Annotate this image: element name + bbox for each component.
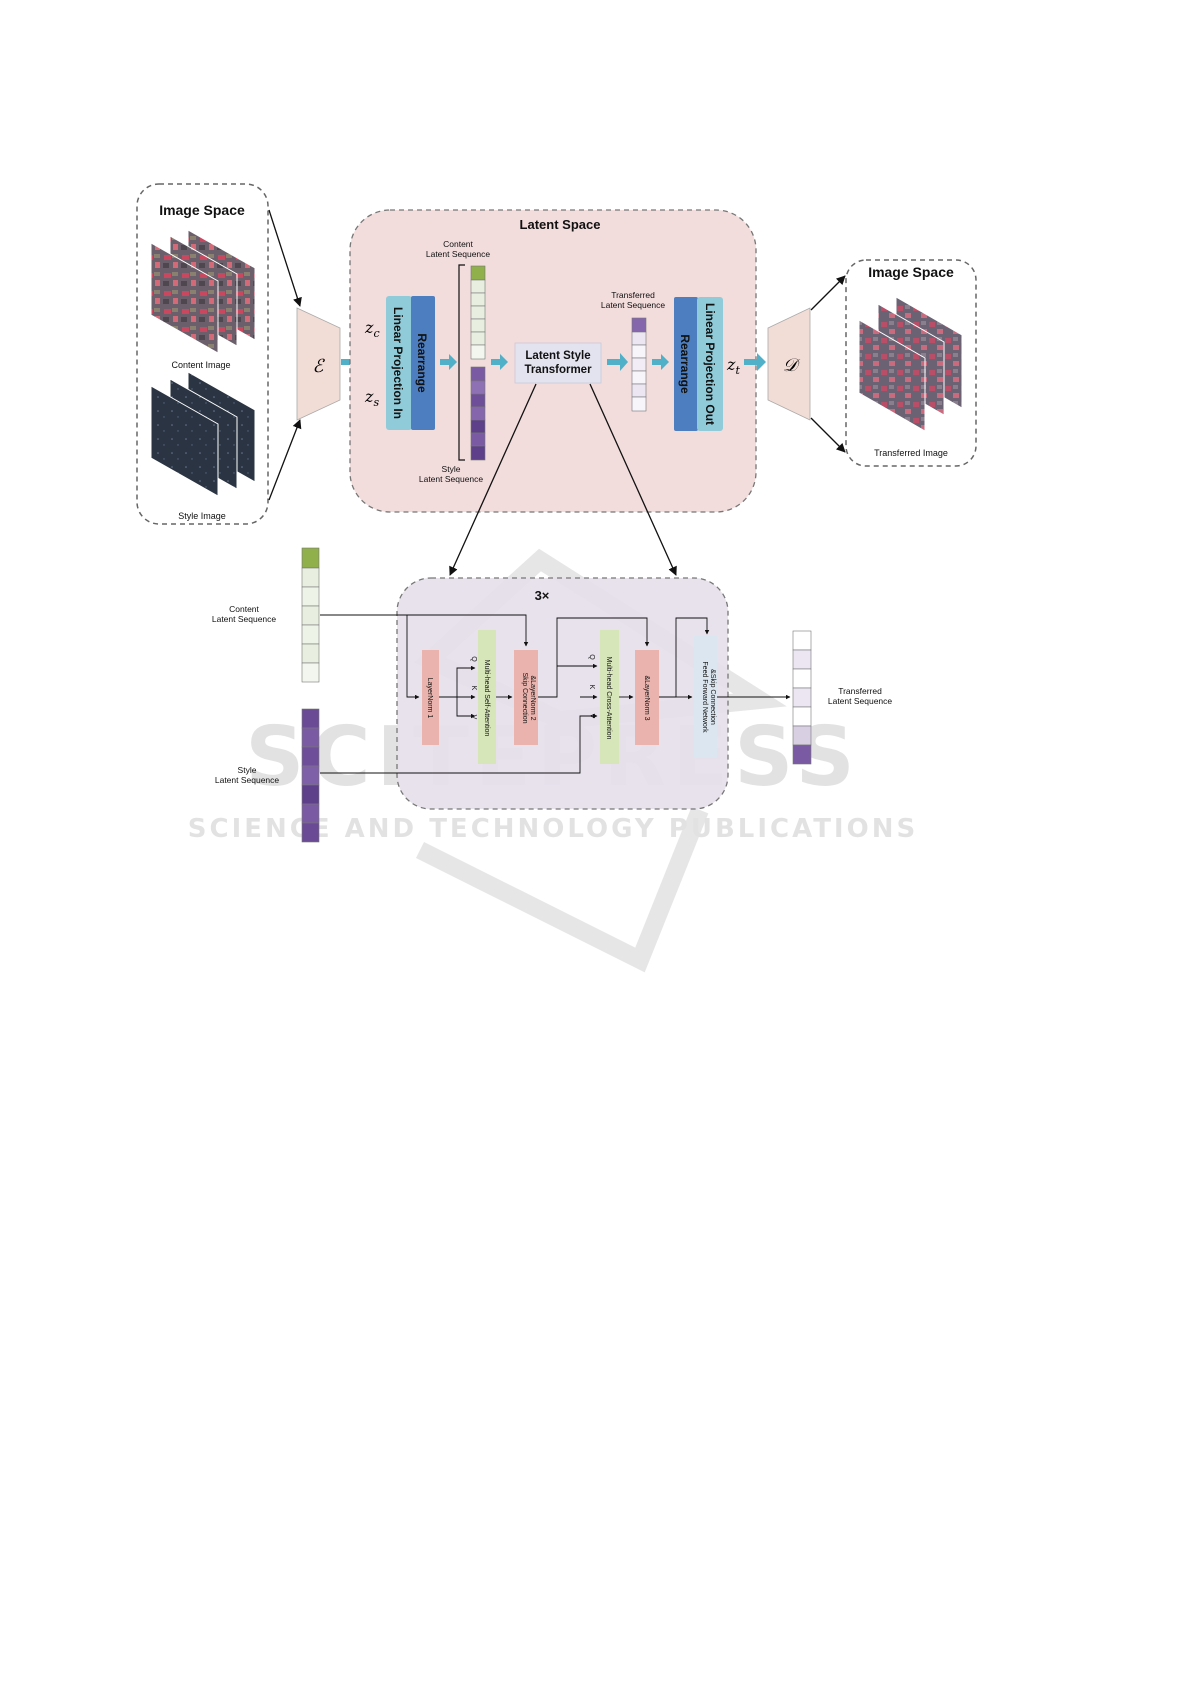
- k2-label: K: [588, 685, 595, 690]
- detail-connections: [320, 614, 791, 774]
- linear-projection-out-label: Linear Projection Out: [703, 303, 717, 425]
- arrow-to-sequences: [440, 354, 457, 370]
- style-seq-label-2: Latent Sequence: [419, 474, 484, 484]
- rearrange-out-label: Rearrange: [678, 334, 692, 394]
- left-panel-title: Image Space: [159, 202, 245, 218]
- ffn-label-1: Feed Forward Network: [701, 661, 708, 733]
- style-image-caption: Style Image: [178, 511, 226, 521]
- detail-output-label-2: Latent Sequence: [828, 696, 893, 706]
- content-seq-label-1: Content: [443, 239, 473, 249]
- zc-label: zc: [364, 318, 380, 340]
- cross-attention-label: Multi-head Cross-Attention: [605, 657, 612, 740]
- rearrange-in: Rearrange: [411, 296, 435, 430]
- latent-style-sequence: [470, 366, 486, 461]
- skip-ln2-label-1: Skip Connection: [521, 673, 528, 724]
- ffn-block: Feed Forward Network &Skip Connection: [694, 636, 717, 758]
- layernorm-3-label: &LayerNorm 3: [643, 675, 650, 720]
- v1-label: V: [470, 715, 477, 720]
- arrow-decoder-to-image-bottom: [810, 417, 846, 453]
- rearrange-in-label: Rearrange: [415, 333, 429, 393]
- arrow-to-decoder: [744, 353, 766, 371]
- layernorm-1-block: LayerNorm 1: [422, 650, 439, 745]
- q2-label: Q: [588, 654, 595, 660]
- transformer-label-2: Transformer: [524, 364, 592, 376]
- decoder-symbol: 𝒟: [783, 355, 801, 376]
- content-seq-label-2: Latent Sequence: [426, 249, 491, 259]
- encoder: ℰ: [296, 307, 341, 421]
- latent-transferred-sequence: [631, 317, 647, 412]
- k1-label: K: [470, 686, 477, 691]
- content-image-stack: [150, 229, 256, 354]
- latent-style-transformer: Latent Style Transformer: [514, 342, 602, 384]
- detail-content-sequence: [301, 547, 320, 683]
- style-image-stack: [150, 371, 256, 497]
- arrow-style-to-encoder: [268, 419, 302, 501]
- transformer-detail-block: 3×: [396, 577, 729, 810]
- q1-label: Q: [470, 656, 477, 662]
- detail-style-label-2: Latent Sequence: [215, 775, 280, 785]
- arrow-to-transferred: [607, 353, 628, 371]
- detail-style-sequence: [301, 708, 320, 843]
- sequence-bracket: [458, 264, 465, 461]
- repeat-label: 3×: [535, 588, 550, 603]
- layernorm-3-block: &LayerNorm 3: [635, 650, 659, 745]
- v2-label: V: [588, 714, 595, 719]
- self-attention-label: Multi-head Self-Attention: [483, 660, 490, 737]
- encoder-symbol: ℰ: [313, 356, 326, 377]
- zs-label: zs: [364, 387, 379, 409]
- linear-projection-out: Linear Projection Out: [697, 297, 723, 431]
- right-panel-title: Image Space: [868, 264, 954, 280]
- ffn-label-2: &Skip Connection: [709, 669, 716, 725]
- arrow-transformer-detail-left: [449, 383, 537, 576]
- zt-label: zt: [726, 355, 740, 377]
- latent-space-title: Latent Space: [520, 217, 601, 232]
- detail-output-label-1: Transferred: [838, 686, 882, 696]
- transferred-image-stack: [858, 296, 963, 432]
- transferred-seq-label-1: Transferred: [611, 290, 655, 300]
- latent-space-panel: Latent Space zc zs Linear Projection In …: [349, 209, 757, 513]
- arrow-content-to-encoder: [268, 209, 302, 307]
- layernorm-1-label: LayerNorm 1: [426, 678, 433, 719]
- arrow-to-rearrange-out: [652, 354, 669, 370]
- self-attention-block: Multi-head Self-Attention: [478, 630, 496, 764]
- content-image-caption: Content Image: [171, 360, 230, 370]
- cross-attention-block: Multi-head Cross-Attention: [600, 630, 619, 764]
- skip-ln2-label-2: &LayerNorm 2: [529, 675, 536, 720]
- decoder: 𝒟: [767, 307, 811, 421]
- linear-projection-in-label: Linear Projection In: [391, 307, 405, 419]
- detail-style-label-1: Style: [238, 765, 257, 775]
- arrow-to-transformer: [491, 354, 508, 370]
- latent-content-sequence: [470, 265, 486, 360]
- watermark-subtitle: SCIENCE AND TECHNOLOGY PUBLICATIONS: [188, 814, 918, 844]
- transferred-image-caption: Transferred Image: [874, 448, 948, 458]
- detail-content-label-2: Latent Sequence: [212, 614, 277, 624]
- detail-transferred-sequence: [792, 630, 812, 765]
- transformer-label-1: Latent Style: [525, 350, 590, 362]
- arrow-transformer-detail-right: [589, 383, 677, 576]
- arrow-decoder-to-image-top: [810, 275, 846, 311]
- skip-layernorm-2-block: Skip Connection &LayerNorm 2: [514, 650, 538, 745]
- style-seq-label-1: Style: [442, 464, 461, 474]
- detail-content-label-1: Content: [229, 604, 259, 614]
- rearrange-out: Rearrange: [674, 297, 698, 431]
- linear-projection-in: Linear Projection In: [386, 296, 412, 430]
- left-image-space-panel: Image Space Content Image Style Image: [136, 183, 269, 525]
- right-image-space-panel: Image Space Transferred Image: [845, 259, 977, 467]
- transferred-seq-label-2: Latent Sequence: [601, 300, 666, 310]
